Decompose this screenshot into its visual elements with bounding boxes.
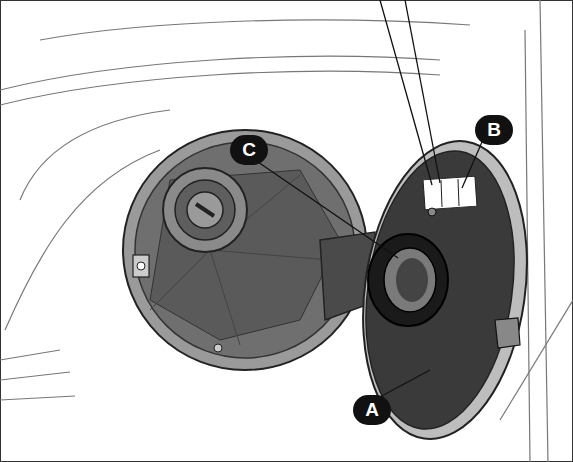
callout-letter: B	[475, 115, 513, 145]
fuel-door	[345, 130, 545, 449]
leader-lines	[258, 0, 482, 398]
capless-filler	[368, 234, 448, 326]
callout-letter: A	[353, 395, 391, 425]
callout-letter: C	[230, 135, 268, 165]
